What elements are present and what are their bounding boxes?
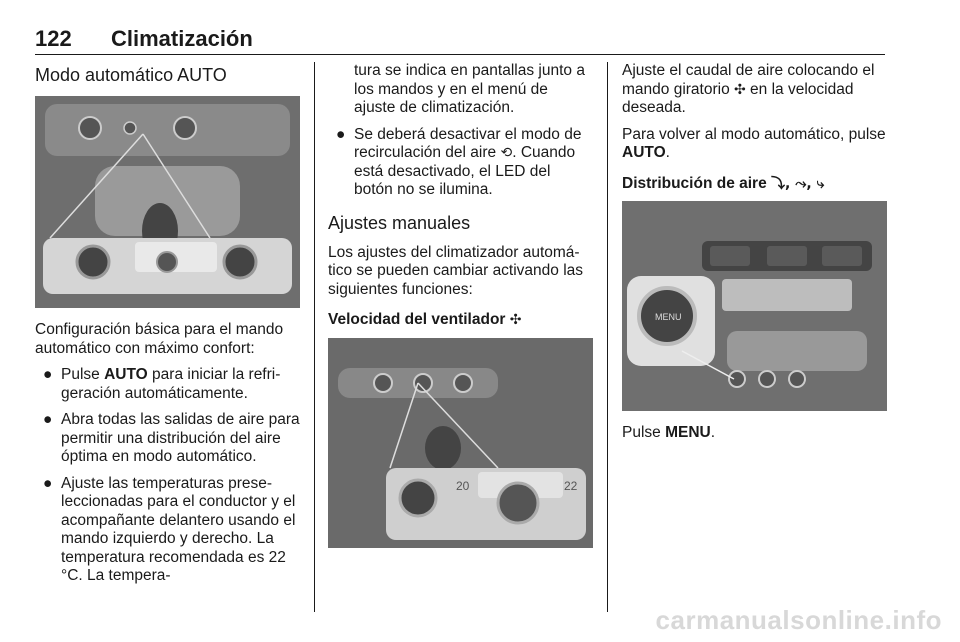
air-distribution-icons: ⤵, ⤳, ⤷ [771,175,825,192]
fan-control-photo: 20 22 [328,337,593,548]
column-2: tura se indica en pantallas junto a los … [328,62,593,561]
section-title-manual: Ajustes manuales [328,212,471,233]
column-1: Modo automático AUTO Configuración básic… [35,62,300,594]
air-distribution-photo: MENU [622,201,887,411]
column-3: Ajuste el caudal de aire colocando el ma… [622,62,887,451]
page-header: 122 Climatización [35,26,885,55]
list-item: ●Ajuste las temperaturas prese­leccionad… [43,474,296,585]
recirculation-icon: ⟲ [500,145,513,161]
climate-panel-photo [35,96,300,308]
list-item: ●Se deberá desactivar el modo de recircu… [336,125,582,199]
column-divider [314,62,315,612]
continued-text: tura se indica en pantallas junto a los … [354,62,585,116]
section-title-auto: Modo automático AUTO [35,65,227,85]
column-divider [607,62,608,612]
fan-icon: ✣ [509,312,522,328]
list-item: ●Abra todas las salidas de aire para per… [43,411,300,465]
chapter-title: Climatización [111,26,253,51]
photo-temp-right: 22 [564,479,578,493]
manual-text: Los ajustes del climatizador automá­tico… [328,243,584,298]
fan-text: Ajuste el caudal de aire colocando el ma… [622,62,875,116]
watermark: carmanualsonline.info [655,605,942,635]
intro-text: Configuración básica para el mando autom… [35,321,284,357]
air-distribution-title: Distribución de aire ⤵, ⤳, ⤷ [622,174,825,192]
photo-temp-left: 20 [456,479,470,493]
menu-text: Pulse MENU. [622,424,716,441]
fan-icon: ✣ [734,81,746,98]
page-number: 122 [35,26,72,51]
auto-text: Para volver al modo automático, pulse AU… [622,125,886,162]
bullet-list: ●Pulse AUTO para iniciar la refri­geraci… [35,366,300,586]
photo-menu-label: MENU [655,312,682,322]
bullet-list: ●Se deberá desactivar el modo de recircu… [328,126,592,200]
list-item: ●Pulse AUTO para iniciar la refri­geraci… [43,366,281,402]
fan-speed-title: Velocidad del ventilador ✣ [328,311,522,328]
